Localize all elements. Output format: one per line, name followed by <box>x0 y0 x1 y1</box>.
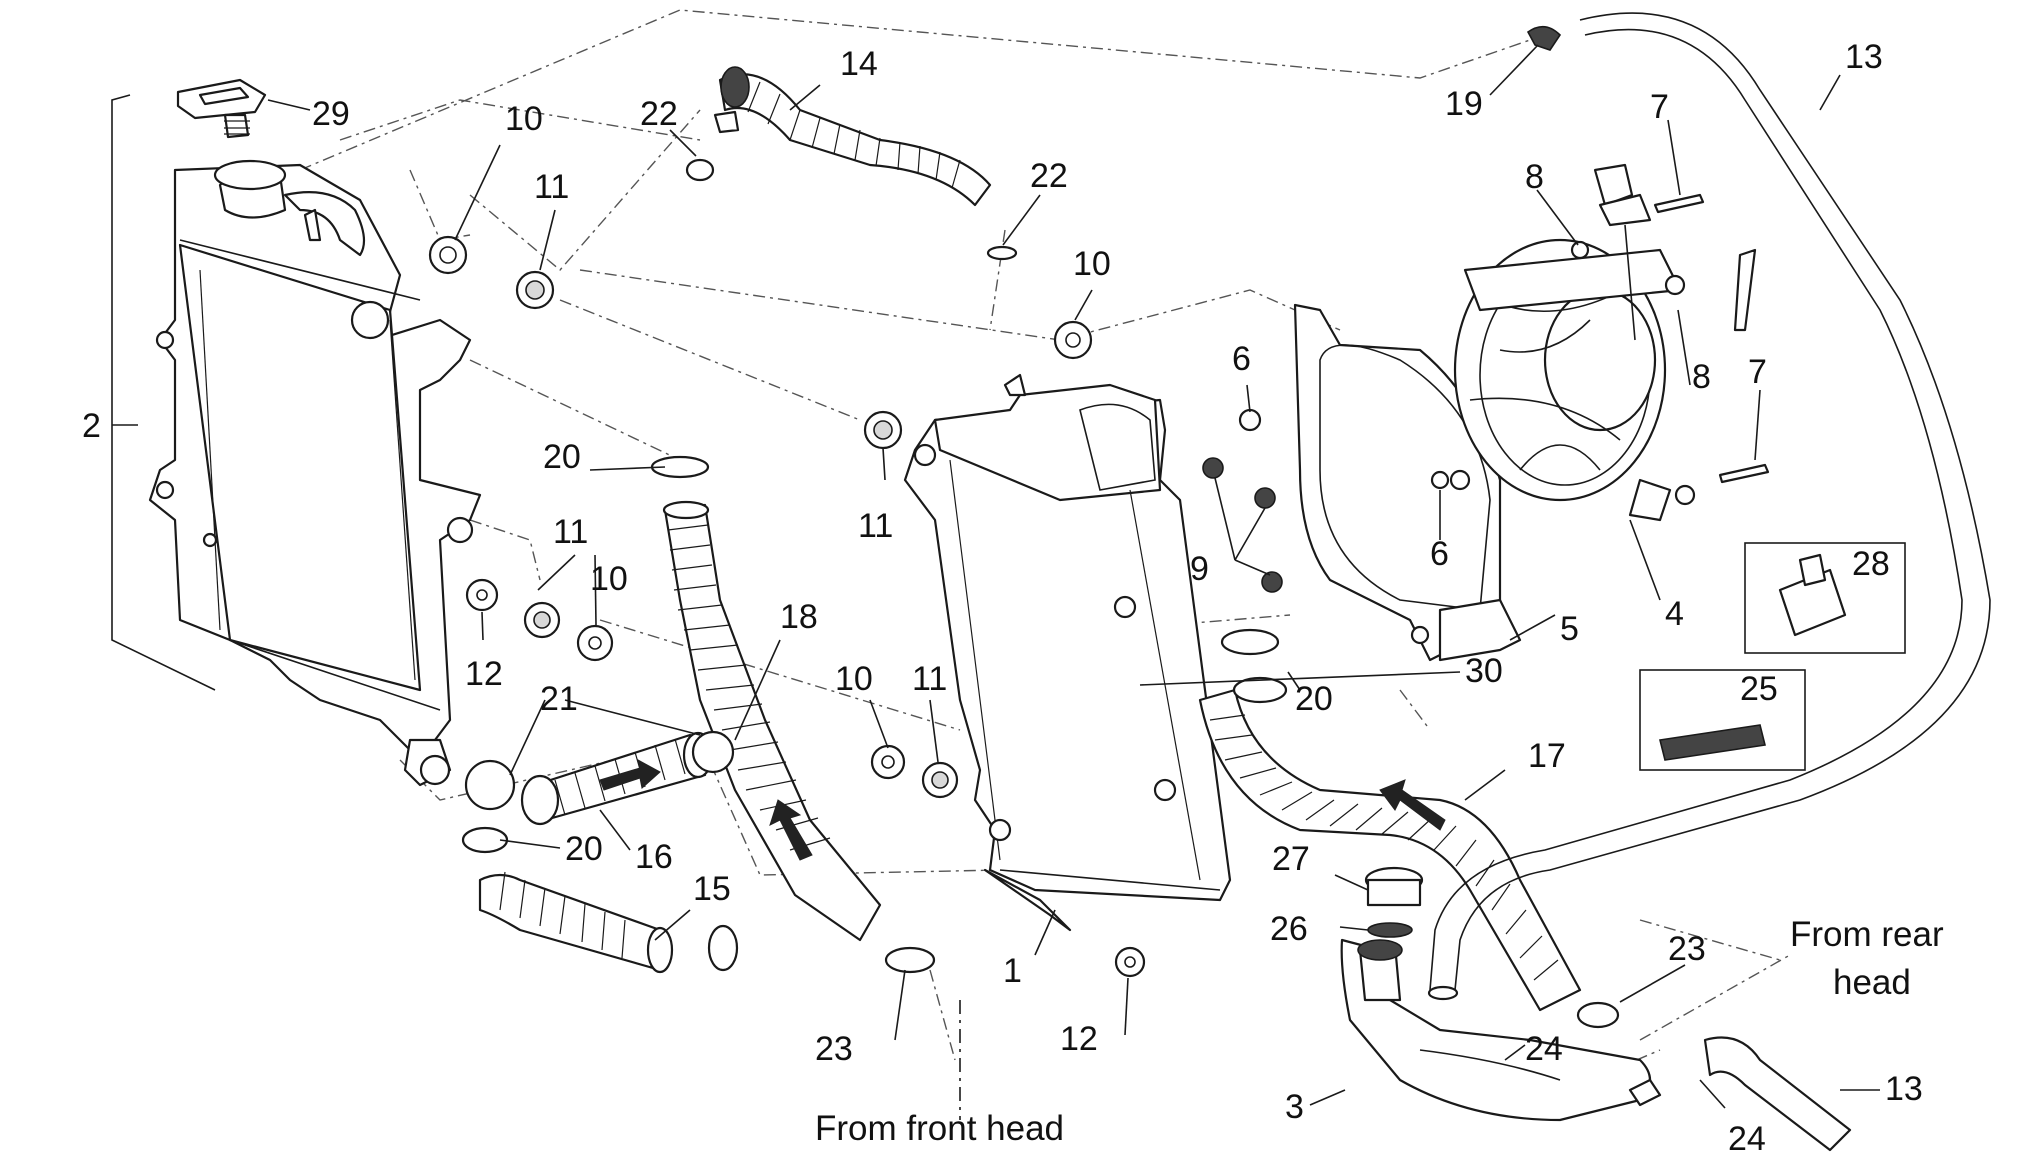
callout-22: 22 <box>1030 157 1068 195</box>
note-from-rear-head-line2: head <box>1833 963 1911 1002</box>
screws-and-washers <box>1570 193 1770 506</box>
left-radiator-bracket <box>111 94 216 691</box>
callout-9: 9 <box>1190 550 1209 588</box>
callout-24: 24 <box>1728 1120 1766 1157</box>
note-from-front-head: From front head <box>815 1109 1064 1148</box>
callout-20: 20 <box>1295 680 1333 718</box>
callout-8: 8 <box>1525 158 1544 196</box>
grommets <box>428 235 1146 978</box>
callout-7: 7 <box>1748 353 1767 391</box>
callout-10: 10 <box>590 560 628 598</box>
callout-6: 6 <box>1430 535 1449 573</box>
short-hose-13 <box>1703 1036 1852 1152</box>
callout-3: 3 <box>1285 1088 1304 1126</box>
callout-15: 15 <box>693 870 731 908</box>
callout-14: 14 <box>840 45 878 83</box>
clip-19 <box>1526 25 1562 51</box>
callout-11: 11 <box>858 507 893 545</box>
callout-16: 16 <box>635 838 673 876</box>
lower-clamp-23 <box>884 946 961 1120</box>
callout-19: 19 <box>1445 85 1483 123</box>
callout-18: 18 <box>780 598 818 636</box>
callout-28: 28 <box>1852 545 1890 583</box>
nuts-and-bolts <box>1202 408 1450 593</box>
cooling-fan <box>1453 163 1682 522</box>
long-hose <box>650 455 882 942</box>
callout-30: 30 <box>1465 652 1503 690</box>
callout-26: 26 <box>1270 910 1308 948</box>
callout-8: 8 <box>1692 358 1711 396</box>
callout-11: 11 <box>912 660 947 698</box>
callout-1: 1 <box>1003 952 1022 990</box>
leader-lines <box>112 44 1880 1109</box>
callout-4: 4 <box>1665 595 1684 633</box>
expansion-tank <box>1340 866 1662 1122</box>
callout-24: 24 <box>1525 1030 1563 1068</box>
note-from-rear-head-line1: From rear <box>1790 915 1944 954</box>
callout-7: 7 <box>1650 88 1669 126</box>
callout-27: 27 <box>1272 840 1310 878</box>
callout-22: 22 <box>640 95 678 133</box>
callout-21: 21 <box>540 680 578 718</box>
box-28 <box>1744 542 1906 654</box>
left-radiator <box>148 159 482 787</box>
callout-12: 12 <box>1060 1020 1098 1058</box>
callout-20: 20 <box>565 830 603 868</box>
fan-shroud <box>1293 303 1522 662</box>
upper-hose <box>685 66 1018 261</box>
callout-23: 23 <box>1668 930 1706 968</box>
right-radiator <box>903 373 1232 932</box>
callout-2: 2 <box>82 407 101 445</box>
callout-13: 13 <box>1845 38 1883 76</box>
callout-10: 10 <box>835 660 873 698</box>
flow-notes: From front head From rear head <box>815 915 1944 1148</box>
callout-10: 10 <box>1073 245 1111 283</box>
callout-12: 12 <box>465 655 503 693</box>
box-25 <box>1639 669 1806 771</box>
callout-29: 29 <box>312 95 350 133</box>
hose-17 <box>1198 628 1620 1029</box>
callout-25: 25 <box>1740 670 1778 708</box>
callout-20: 20 <box>543 438 581 476</box>
callout-10: 10 <box>505 100 543 138</box>
radiator-cap <box>176 78 267 139</box>
callout-11: 11 <box>534 168 569 206</box>
callout-6: 6 <box>1232 340 1251 378</box>
short-hose-16 <box>464 730 735 826</box>
callout-5: 5 <box>1560 610 1579 648</box>
overflow-hose-13 <box>1427 12 1991 1001</box>
callout-17: 17 <box>1528 737 1566 775</box>
callout-labels: 29 10 11 22 14 22 19 13 7 8 10 2 6 20 11… <box>82 38 1923 1157</box>
callout-13: 13 <box>1885 1070 1923 1108</box>
callout-23: 23 <box>815 1030 853 1068</box>
lower-hose-15 <box>461 826 739 974</box>
callout-11: 11 <box>553 513 588 551</box>
